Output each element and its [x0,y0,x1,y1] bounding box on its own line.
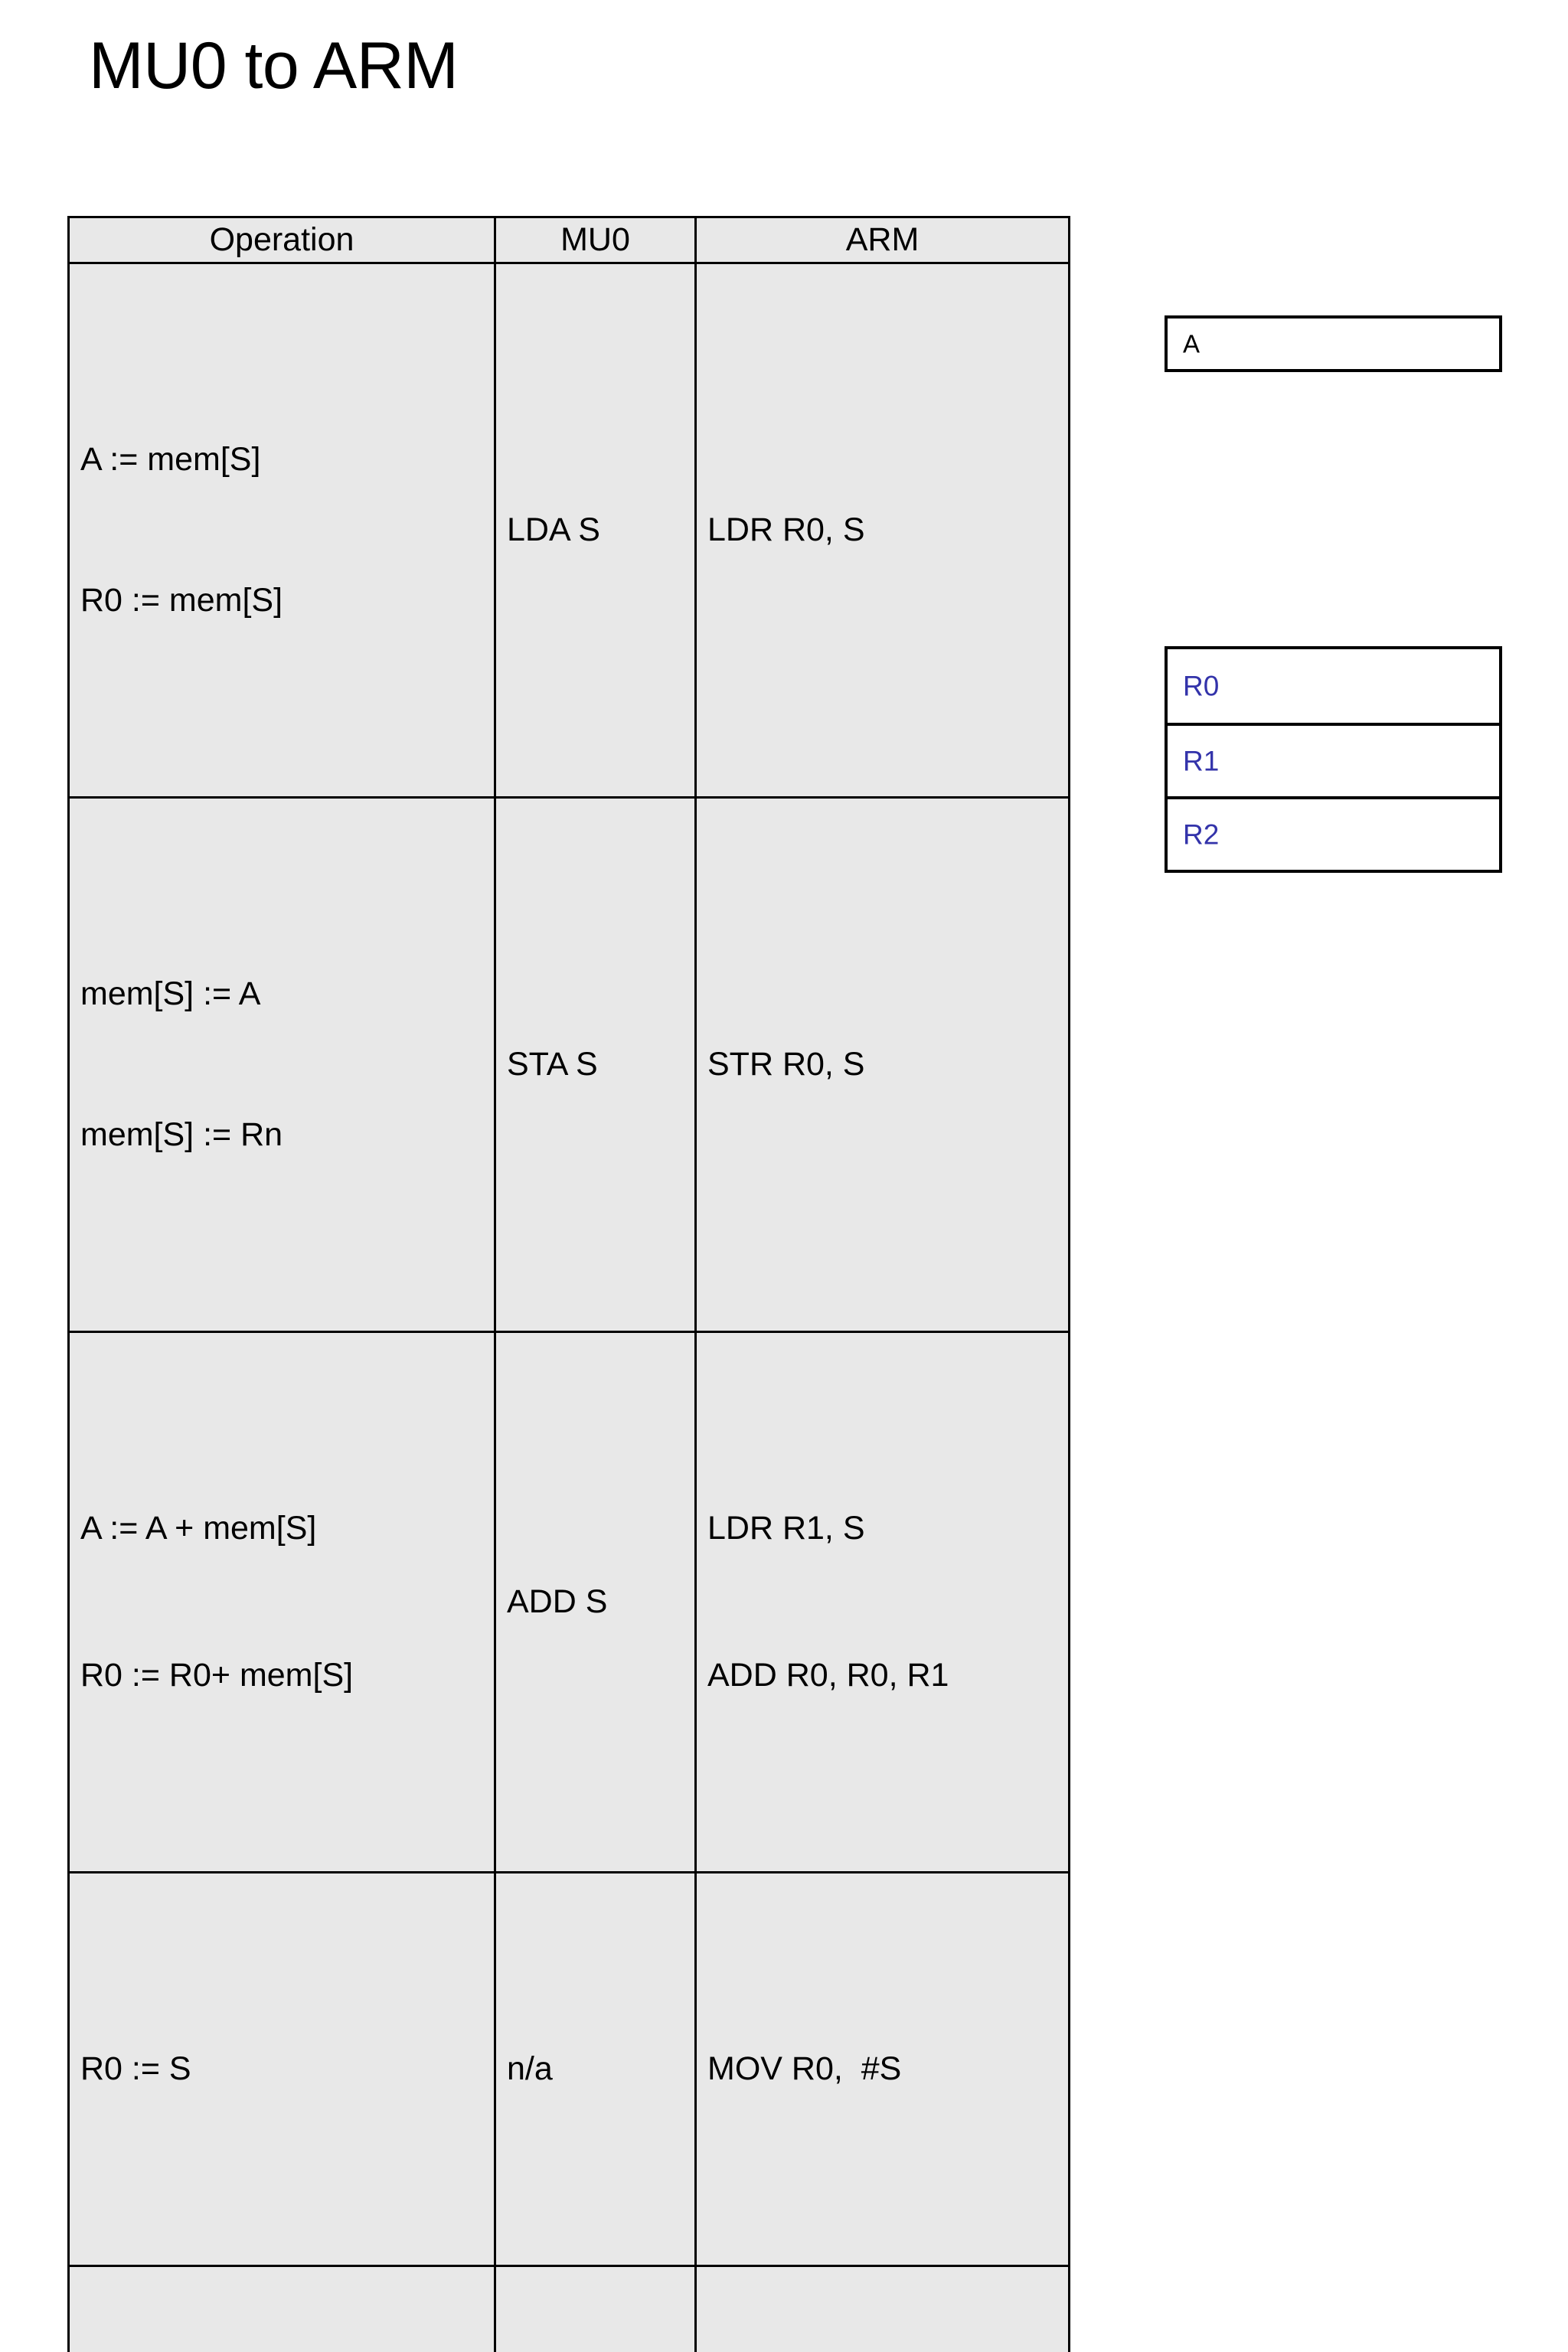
column-header-operation: Operation [67,216,496,264]
cell-arm: LDR R1, S ADD R0, R0, R1 [694,1330,1070,1873]
cell-arm: ADD R0, R1, R2 [694,2264,1070,2352]
page-title: MU0 to ARM [89,29,459,103]
cell-arm: STR R0, S [694,795,1070,1333]
cell-arm: LDR R0, S [694,261,1070,799]
arm-line: ADD R0, R0, R1 [707,1657,949,1694]
register-label-r1: R1 [1183,745,1220,777]
register-label-r0: R0 [1183,670,1220,702]
arm-line: LDR R1, S [707,1509,865,1547]
operation-line: mem[S] := Rn [80,1116,283,1153]
cell-operation: R0 := R1 + R2 [67,2264,496,2352]
register-file-box: R0 R1 R2 [1165,646,1502,873]
cell-mu0: LDA S [494,261,697,799]
mu0-line: LDA S [507,511,600,548]
operation-line: R0 := S [80,2050,191,2087]
cell-operation: A := A + mem[S] R0 := R0+ mem[S] [67,1330,496,1873]
mu0-line: ADD S [507,1583,608,1620]
register-label-r2: R2 [1183,818,1220,851]
operation-line: mem[S] := A [80,975,261,1012]
operation-line: R0 := mem[S] [80,582,283,619]
table-row: A := A + mem[S] R0 := R0+ mem[S] ADD S L… [67,1330,1070,1873]
table-header-row: Operation MU0 ARM [67,216,1070,264]
table-row: mem[S] := A mem[S] := Rn STA S STR R0, S [67,795,1070,1333]
table-row: A := mem[S] R0 := mem[S] LDA S LDR R0, S [67,261,1070,799]
cell-operation: A := mem[S] R0 := mem[S] [67,261,496,799]
mu0-line: STA S [507,1045,598,1083]
cell-mu0: n/a [494,2264,697,2352]
operation-line: A := A + mem[S] [80,1509,317,1547]
mu0-arm-comparison-table: Operation MU0 ARM A := mem[S] R0 := mem[… [67,216,1070,2352]
cell-mu0: ADD S [494,1330,697,1873]
register-row: R1 [1168,723,1499,796]
operation-line: A := mem[S] [80,440,261,478]
cell-mu0: n/a [494,1870,697,2267]
register-row: R0 [1168,649,1499,723]
arm-line: STR R0, S [707,1045,865,1083]
accumulator-label: A [1183,329,1200,358]
cell-operation: R0 := S [67,1870,496,2267]
cell-operation: mem[S] := A mem[S] := Rn [67,795,496,1333]
register-row: R2 [1168,796,1499,870]
table-row: R0 := R1 + R2 n/a ADD R0, R1, R2 [67,2264,1070,2352]
operation-line: R0 := R0+ mem[S] [80,1657,354,1694]
arm-line: LDR R0, S [707,511,865,548]
cell-arm: MOV R0, #S [694,1870,1070,2267]
accumulator-box: A [1165,315,1502,372]
cell-mu0: STA S [494,795,697,1333]
column-header-arm: ARM [694,216,1070,264]
column-header-mu0: MU0 [494,216,697,264]
table-row: R0 := S n/a MOV R0, #S [67,1870,1070,2267]
arm-line: MOV R0, #S [707,2050,902,2087]
mu0-line: n/a [507,2050,553,2087]
